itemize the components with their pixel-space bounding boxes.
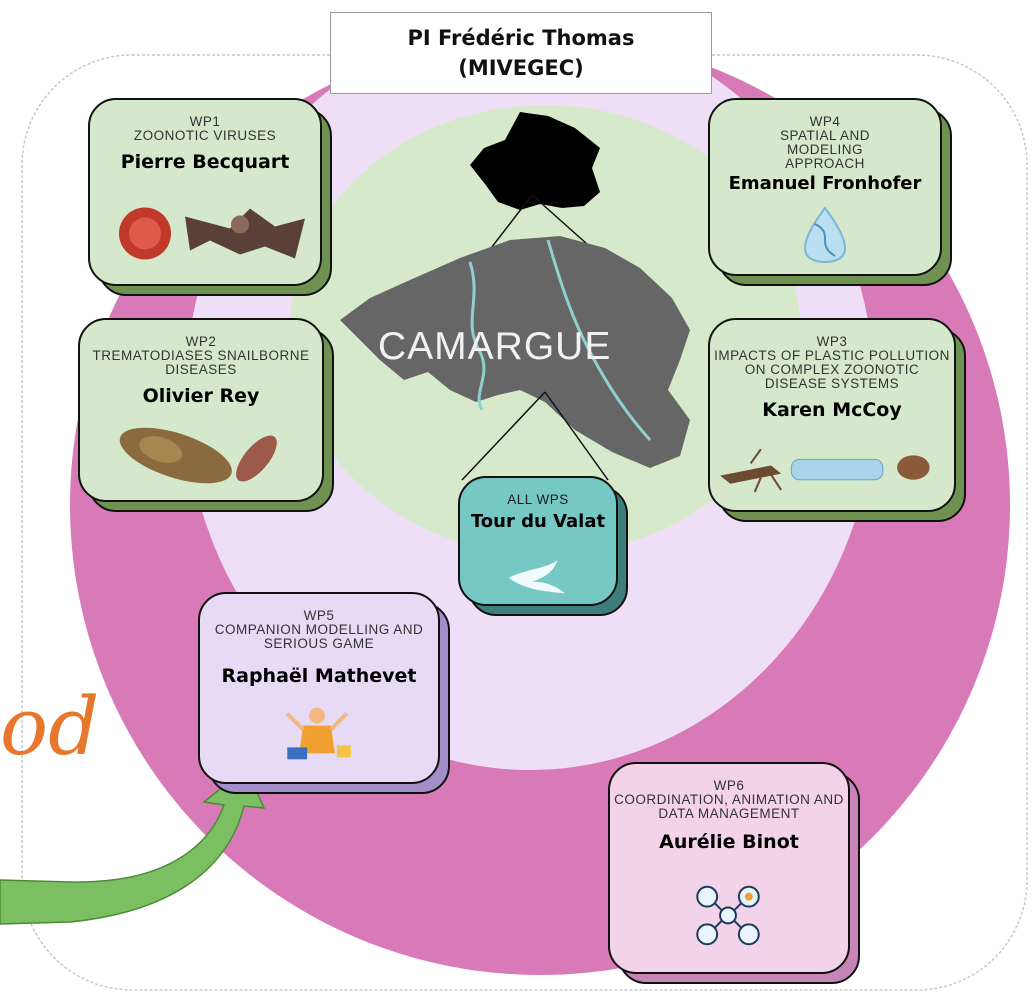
bird-logo-icon (508, 560, 566, 594)
river-2 (546, 239, 652, 441)
wp5-title: COMPANION MODELLING AND SERIOUS GAME (214, 622, 424, 651)
wp4-code: WP4 (809, 114, 841, 129)
wp5-code: WP5 (303, 608, 335, 623)
mosquito-bottle-tick-icon (720, 448, 930, 493)
wp3-card-body: WP3 IMPACTS OF PLASTIC POLLUTION ON COMP… (708, 318, 956, 512)
wp3-leader: Karen McCoy (762, 399, 902, 421)
camargue-map (340, 236, 690, 468)
france-map (470, 112, 600, 210)
wp1-code: WP1 (189, 114, 221, 129)
wp4-leader: Emanuel Fronhofer (728, 173, 922, 194)
all-wps-code: ALL WPS (507, 492, 569, 507)
multitasking-person-icon (285, 707, 351, 760)
partial-script-text: od (0, 680, 100, 773)
wp6-card: WP6 COORDINATION, ANIMATION AND DATA MAN… (608, 762, 860, 984)
wp1-title: ZOONOTIC VIRUSES (133, 128, 277, 143)
zoom-line-bottom-left (461, 391, 546, 481)
wp2-leader: Olivier Rey (142, 385, 260, 407)
wp2-card: WP2 TREMATODIASES SNAILBORNE DISEASES Ol… (78, 318, 334, 512)
wp5-card-body: WP5 COMPANION MODELLING AND SERIOUS GAME… (198, 592, 440, 784)
wp1-card-body: WP1 ZOONOTIC VIRUSES Pierre Becquart (88, 98, 322, 286)
pi-name: PI Frédéric Thomas (407, 26, 635, 50)
wp3-card: WP3 IMPACTS OF PLASTIC POLLUTION ON COMP… (708, 318, 966, 522)
wp6-card-body: WP6 COORDINATION, ANIMATION AND DATA MAN… (608, 762, 850, 974)
wp1-card: WP1 ZOONOTIC VIRUSES Pierre Becquart (88, 98, 332, 296)
wp4-card: WP4 SPATIAL AND MODELING APPROACH Emanue… (708, 98, 952, 286)
virus-bat-icon (119, 207, 305, 260)
wp6-leader: Aurélie Binot (659, 831, 799, 853)
wp2-card-body: WP2 TREMATODIASES SNAILBORNE DISEASES Ol… (78, 318, 324, 502)
wp5-leader: Raphaël Mathevet (221, 665, 417, 687)
pi-lab: (MIVEGEC) (458, 56, 584, 80)
wp1-leader: Pierre Becquart (120, 151, 290, 173)
all-wps-leader: Tour du Valat (470, 511, 606, 532)
zoom-line-bottom-right (544, 391, 609, 481)
wp3-title: IMPACTS OF PLASTIC POLLUTION ON COMPLEX … (714, 348, 950, 391)
zoom-line-left (487, 194, 533, 253)
wp2-code: WP2 (185, 334, 217, 349)
network-people-icon (696, 885, 760, 946)
camargue-label: CAMARGUE (378, 325, 612, 368)
wp6-code: WP6 (713, 778, 745, 793)
green-arrow (0, 766, 266, 925)
all-wps-card: ALL WPS Tour du Valat (458, 476, 628, 616)
snail-icon (119, 427, 277, 484)
wp5-card: WP5 COMPANION MODELLING AND SERIOUS GAME… (198, 592, 450, 794)
wp4-card-body: WP4 SPATIAL AND MODELING APPROACH Emanue… (708, 98, 942, 276)
wp2-title: TREMATODIASES SNAILBORNE DISEASES (92, 348, 310, 377)
pi-box: PI Frédéric Thomas (MIVEGEC) (330, 12, 712, 94)
dna-drop-icon (803, 206, 847, 264)
zoom-line-right (531, 194, 597, 253)
wp6-title: COORDINATION, ANIMATION AND DATA MANAGEM… (614, 792, 844, 821)
wp3-code: WP3 (816, 334, 848, 349)
river-1 (468, 261, 486, 411)
all-wps-card-body: ALL WPS Tour du Valat (458, 476, 618, 606)
wp4-title: SPATIAL AND MODELING APPROACH (779, 128, 871, 171)
